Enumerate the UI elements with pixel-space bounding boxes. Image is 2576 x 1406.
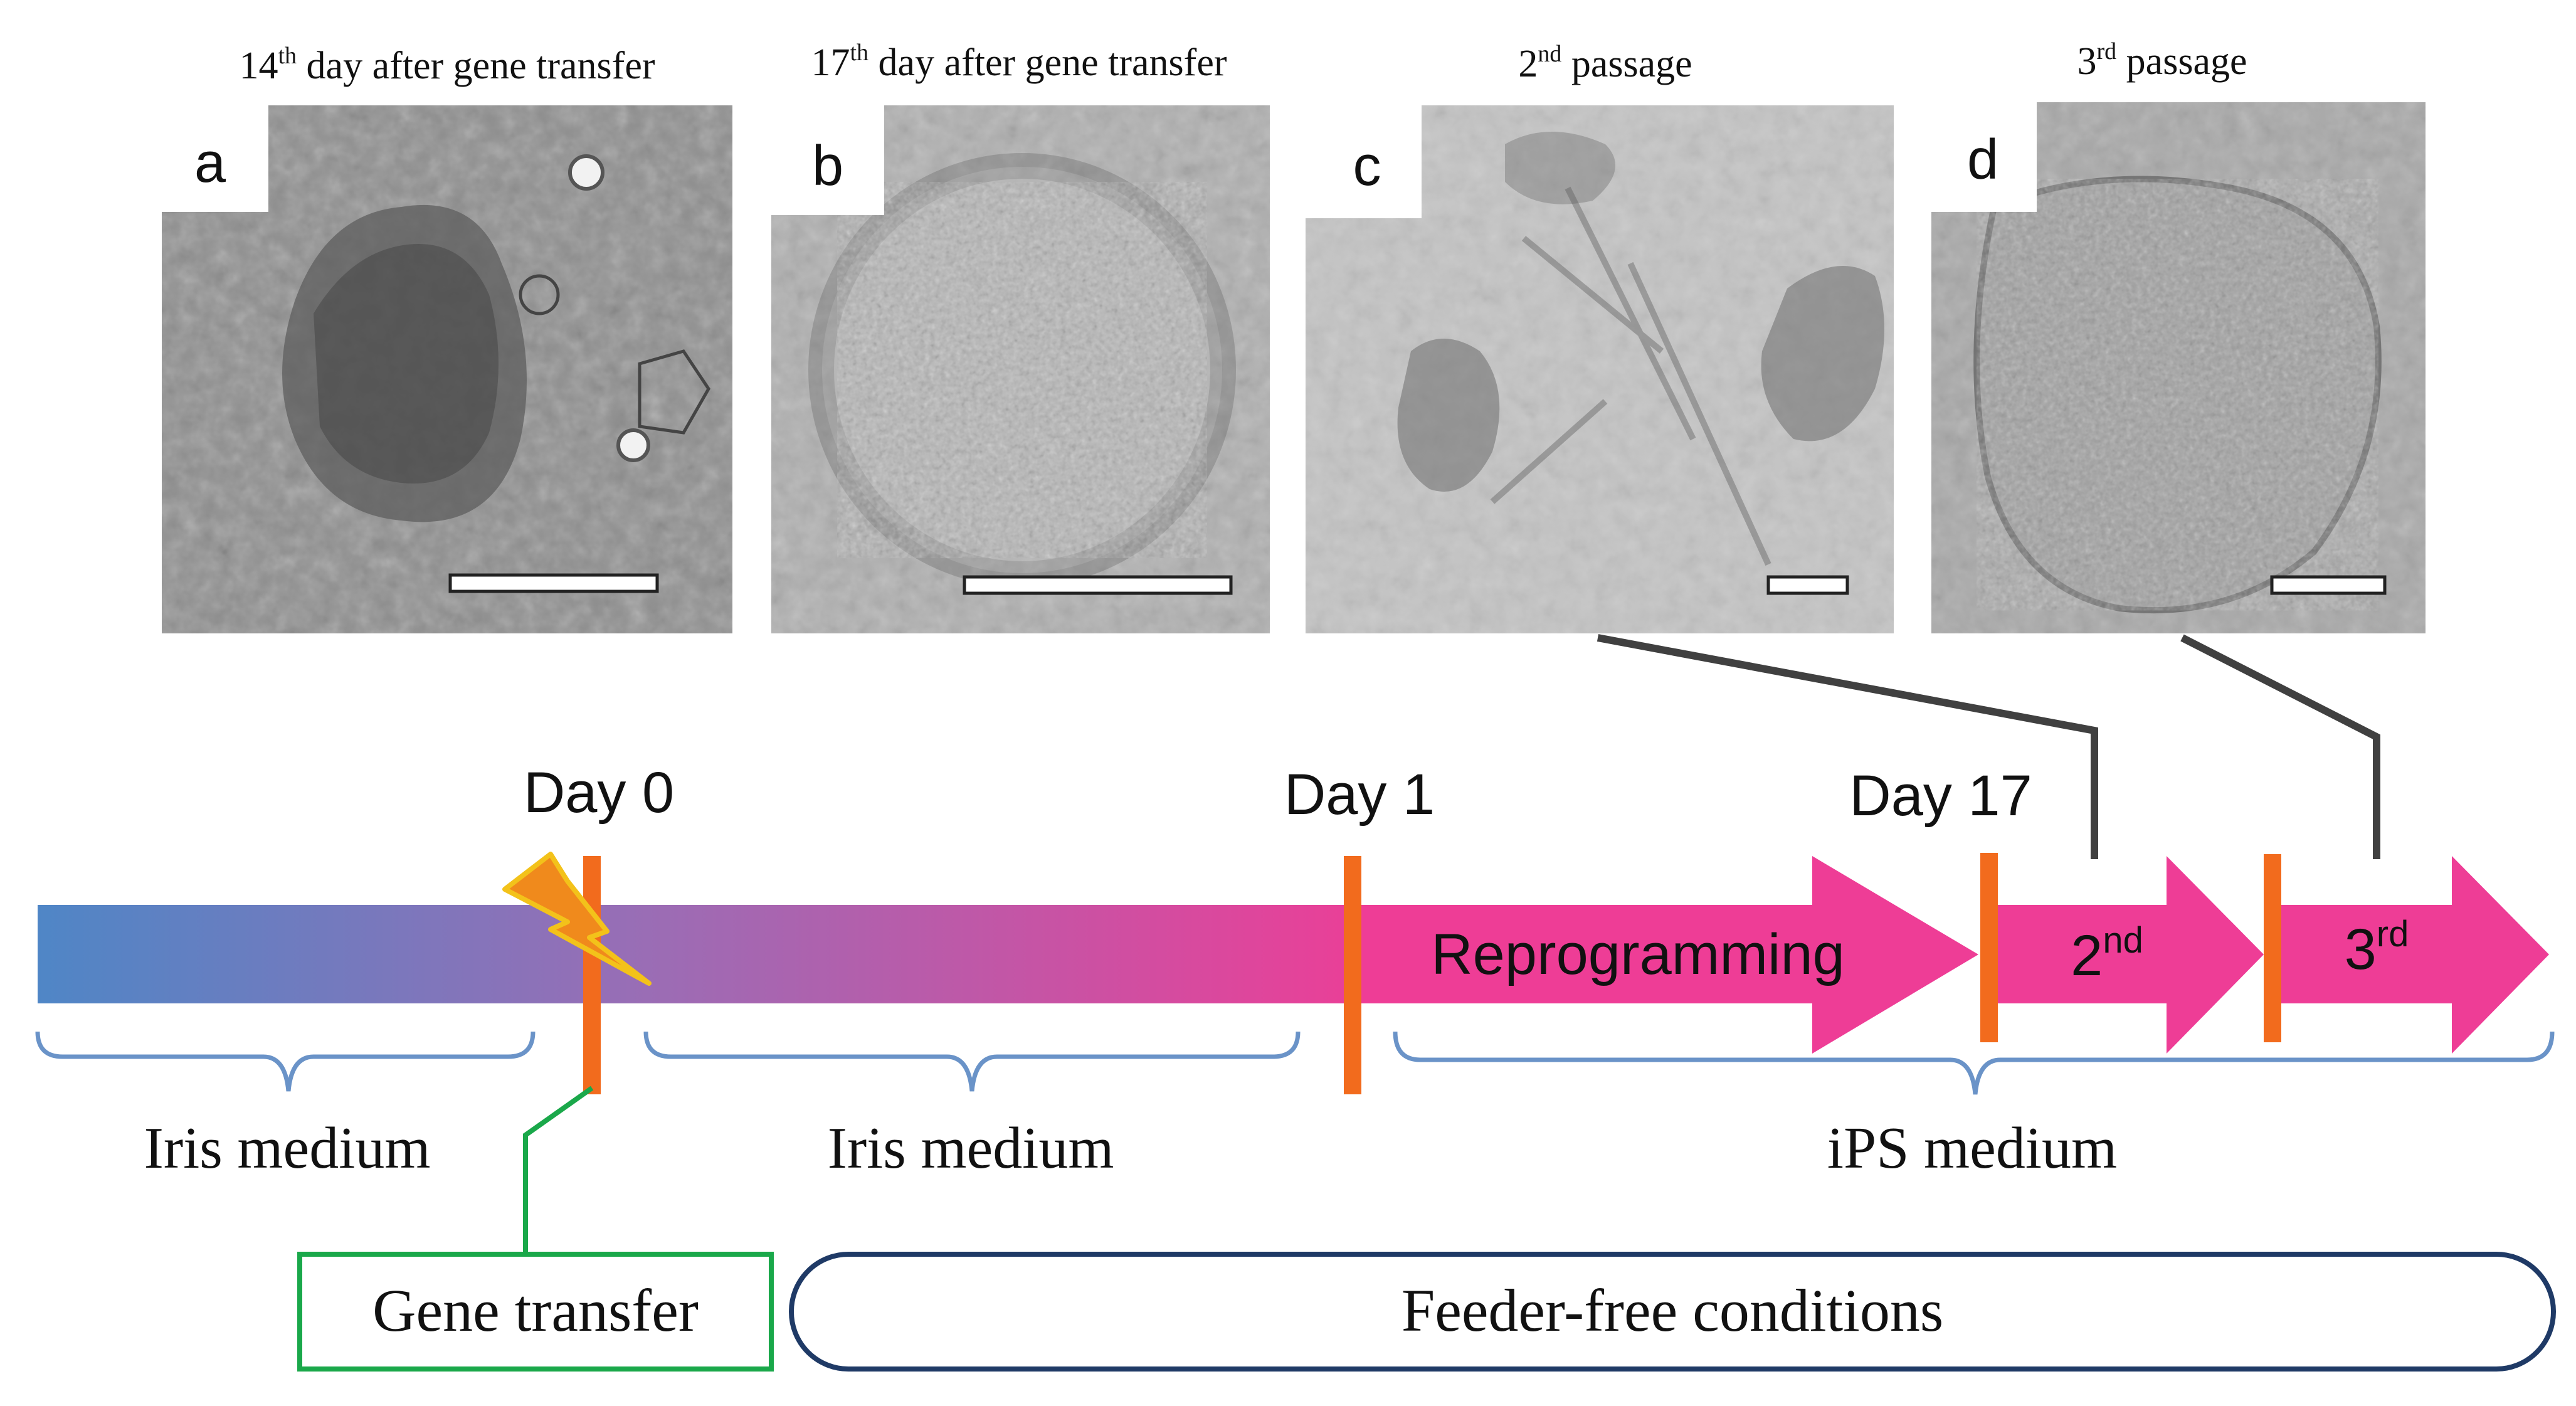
- iris-medium-label-2: Iris medium: [828, 1116, 1114, 1181]
- panel-b-caption: 17th day after gene transfer: [811, 40, 1227, 84]
- feeder-free-conditions-box: [789, 1252, 2556, 1372]
- passage-2-label: 2nd: [2071, 920, 2143, 988]
- panel-a-letter: a: [194, 132, 226, 194]
- passage-3-label: 3rd: [2345, 914, 2409, 981]
- connector-panel-d-to-3rd-passage: [2180, 634, 2380, 859]
- iris-medium-label-1: Iris medium: [144, 1116, 431, 1181]
- day-0-label: Day 0: [524, 761, 674, 825]
- day-1-label: Day 1: [1284, 763, 1435, 827]
- reprogramming-arrow: [1348, 856, 1978, 1054]
- brace-iris-medium-1: [35, 1031, 536, 1092]
- panel-a-caption: 14th day after gene transfer: [239, 43, 655, 87]
- feeder-free-conditions-label: Feeder-free conditions: [1401, 1277, 1943, 1344]
- panel-c-caption: 2nd passage: [1518, 41, 1692, 85]
- reprogramming-label: Reprogramming: [1431, 922, 1845, 986]
- panel-d-scale-bar: [2270, 575, 2387, 595]
- ips-medium-label: iPS medium: [1827, 1116, 2117, 1181]
- panel-c-scale-bar: [1766, 575, 1849, 595]
- micrograph-panel-a: 14th day after gene transfer a: [162, 43, 732, 633]
- passage-2-arrow: [1994, 856, 2264, 1054]
- day-17-label: Day 17: [1849, 764, 2032, 828]
- panel-b-letter: b: [812, 135, 843, 198]
- panel-c-cell-colonies: [1306, 105, 1884, 566]
- panel-d-cell-colony: [1931, 102, 2382, 614]
- passage-3-arrow: [2276, 856, 2549, 1054]
- micrograph-panel-c: 2nd passage c: [1306, 41, 1894, 633]
- gene-transfer-connector: [523, 1086, 594, 1253]
- panel-d-caption: 3rd passage: [2077, 38, 2247, 83]
- brace-ips-medium: [1393, 1031, 2555, 1095]
- panel-d-letter: d: [1967, 129, 1998, 191]
- passage-3-marker: [2264, 854, 2281, 1042]
- day-17-marker: [1980, 853, 1998, 1042]
- day-1-marker: [1344, 856, 1361, 1094]
- day-0-marker: [583, 856, 601, 1094]
- panel-a-cell-colony: [162, 105, 710, 522]
- micrograph-panel-b: 17th day after gene transfer b: [771, 40, 1270, 633]
- gene-transfer-box: [297, 1252, 774, 1372]
- lightning-bolt-icon: [502, 852, 652, 986]
- gene-transfer-label: Gene transfer: [372, 1277, 699, 1344]
- connector-panel-c-to-2nd-passage: [1597, 634, 2098, 859]
- panel-b-cell-colony: [771, 105, 1236, 587]
- panel-b-scale-bar: [963, 575, 1233, 595]
- micrograph-panel-d: 3rd passage d: [1931, 38, 2426, 633]
- panel-a-scale-bar: [448, 573, 659, 593]
- panel-c-letter: c: [1353, 135, 1381, 198]
- brace-iris-medium-2: [643, 1031, 1301, 1092]
- timeline-gradient-bar: [38, 905, 1392, 1003]
